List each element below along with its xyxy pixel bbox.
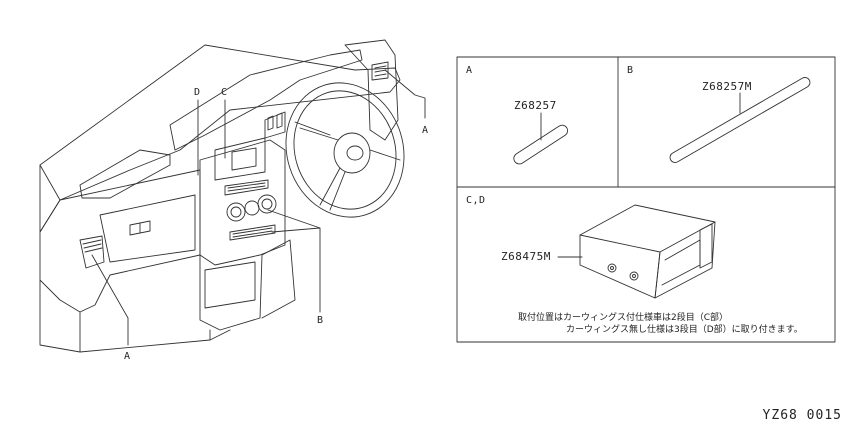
panel-cd-part-number: Z68475M xyxy=(501,250,551,263)
diagram-code: YZ68 0015 xyxy=(762,408,842,423)
part-cd-pocket xyxy=(579,204,716,299)
right-vent-pod xyxy=(344,39,399,141)
panel-a-part-number: Z68257 xyxy=(514,99,557,112)
steering-hub xyxy=(333,132,371,174)
hvac-knob-center xyxy=(244,200,260,216)
panel-b-part-number: Z68257M xyxy=(702,80,752,93)
callout-a-bottom: A xyxy=(124,351,131,362)
part-a-strip xyxy=(513,124,569,165)
callout-b: B xyxy=(317,315,324,326)
left-vent xyxy=(79,235,105,269)
glovebox-latch xyxy=(129,220,151,236)
panel-cd-note-line2: カーウィングス無し仕様は3段目（D部）に取り付きます。 xyxy=(566,325,803,335)
hvac-knob-right xyxy=(257,194,277,214)
callout-d: D xyxy=(194,87,201,98)
hvac-knob-left xyxy=(226,202,246,222)
parts-box xyxy=(456,56,836,343)
defroster-vent xyxy=(79,149,171,199)
panel-cd-label: C,D xyxy=(466,195,486,206)
leader-a-bottom xyxy=(91,254,129,346)
left-dash-face xyxy=(39,169,201,313)
part-b-strip xyxy=(669,77,811,163)
slot-c xyxy=(224,179,269,196)
callout-c: C xyxy=(221,87,228,98)
panel-b-label: B xyxy=(627,65,634,76)
center-stack xyxy=(199,139,286,266)
leader-b xyxy=(267,209,321,313)
steering-wheel xyxy=(285,82,405,218)
cluster-hood xyxy=(169,49,363,151)
panel-cd-note-line1: 取付位置はカーウィングス付仕様車は2段目（C部） xyxy=(518,313,729,323)
slot-d xyxy=(229,224,276,241)
panel-a-label: A xyxy=(466,65,473,76)
callout-a-right: A xyxy=(422,125,429,136)
leader-a-right xyxy=(384,69,426,119)
